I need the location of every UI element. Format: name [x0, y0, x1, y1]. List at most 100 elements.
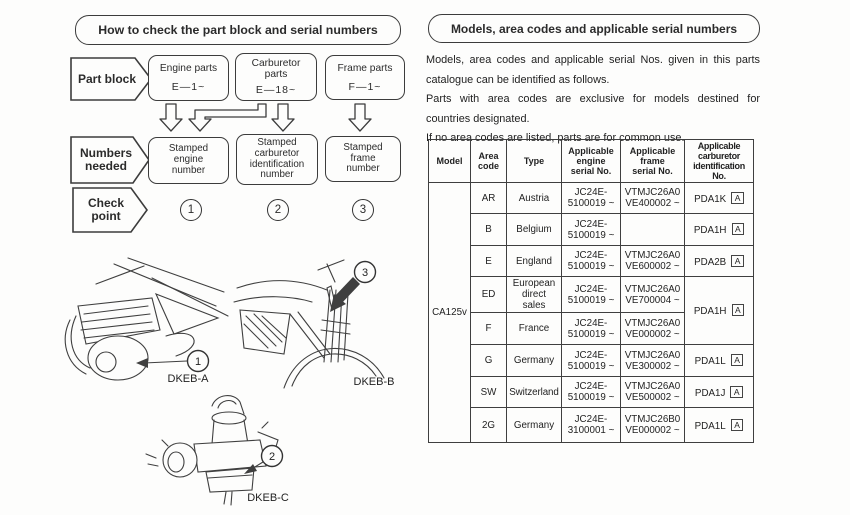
- col-header-frame: Applicable frame serial No.: [620, 139, 685, 183]
- pentagon-shape: [70, 136, 150, 184]
- frame-parts-name: Frame parts: [337, 62, 393, 74]
- callout-circle-1: [188, 351, 209, 372]
- pentagon-shape: [70, 57, 152, 101]
- carb-id: PDA1L A: [684, 344, 754, 377]
- frame-serial: VTMJC26A0 VE000002 ~: [620, 312, 685, 345]
- left-panel-title-text: How to check the part block and serial n…: [98, 23, 378, 37]
- figure-frame-callout: 3: [362, 267, 368, 279]
- callout-arrow-icon: [333, 277, 360, 305]
- check-point-1-num: 1: [187, 204, 195, 216]
- carb-code: PDA1K: [694, 193, 727, 205]
- check-point-3-num: 3: [359, 204, 367, 216]
- type: Belgium: [506, 213, 562, 246]
- part-block-tag: Part block: [70, 57, 152, 101]
- col-header-type: Type: [506, 139, 562, 183]
- callout-arrowhead-icon: [244, 464, 257, 474]
- area-code: ED: [470, 276, 507, 313]
- area-code: SW: [470, 376, 507, 408]
- frame-serial: VTMJC26A0 VE500002 ~: [620, 376, 685, 408]
- carb-code: PDA2B: [694, 256, 727, 268]
- check-point-label: Check point: [87, 196, 125, 223]
- table-row: SW Switzerland JC24E- 5100019 ~ VTMJC26A…: [429, 376, 754, 408]
- frame-parts-box: Frame parts F—1~: [325, 55, 405, 100]
- carb-code: PDA1L: [694, 420, 726, 432]
- stamped-engine-number-label: Stamped engine number: [168, 143, 209, 176]
- engine-serial: JC24E- 5100019 ~: [561, 376, 621, 408]
- stamped-carburetor-number-label: Stamped carburetor identification number: [249, 136, 305, 181]
- table-row: E England JC24E- 5100019 ~ VTMJC26A0 VE6…: [429, 245, 754, 277]
- down-arrow-icon: [348, 103, 372, 132]
- carburetor-parts-code: E—18~: [255, 84, 297, 96]
- carb-mark: A: [730, 418, 744, 431]
- frame-parts-code: F—1~: [348, 80, 382, 93]
- table-row: CA125v AR Austria JC24E- 5100019 ~ VTMJC…: [428, 182, 754, 443]
- frame-illustration: 3: [232, 250, 410, 398]
- engine-parts-code: E—1~: [171, 81, 206, 93]
- carb-mark: A: [731, 223, 745, 235]
- figure-carburetor-callout: 2: [269, 451, 275, 463]
- numbers-needed-tag: Numbers needed: [70, 136, 150, 184]
- engine-parts-box: Engine parts E—1~: [148, 55, 229, 101]
- col-header-area: Area code: [470, 139, 507, 183]
- figure-carburetor-label: DKEB-C: [247, 492, 289, 504]
- carb-id: PDA2B A: [684, 245, 754, 277]
- area-code: B: [470, 213, 507, 246]
- callout-arrowhead-icon: [136, 358, 148, 368]
- type: England: [506, 245, 562, 277]
- carburetor-illustration: 2: [132, 392, 324, 510]
- carburetor-parts-name: Carburetor parts: [251, 58, 301, 80]
- area-code: AR: [470, 182, 507, 214]
- elbow-arrow-icon: [188, 103, 267, 132]
- type: Switzerland: [506, 376, 562, 408]
- engine-serial: JC24E- 5100019 ~: [561, 312, 621, 345]
- figure-frame-label: DKEB-B: [353, 376, 395, 388]
- check-point-2: 2: [267, 199, 289, 221]
- type: European direct sales: [506, 276, 562, 313]
- engine-serial: JC24E- 5100019 ~: [561, 344, 621, 377]
- part-block-label: Part block: [77, 71, 137, 86]
- table-row: F France JC24E- 5100019 ~ VTMJC26A0 VE00…: [429, 312, 754, 345]
- callout-arrowhead-icon: [330, 294, 346, 312]
- model-cell: CA125v: [428, 182, 471, 443]
- carb-code: PDA1H: [693, 306, 727, 317]
- area-code: G: [470, 344, 507, 377]
- frame-serial: VTMJC26B0 VE000002 ~: [620, 407, 685, 443]
- type: Germany: [506, 344, 562, 377]
- carb-code: PDA1L: [694, 356, 726, 367]
- type: France: [506, 312, 562, 345]
- table-row: B Belgium JC24E- 5100019 ~ PDA1H A: [429, 213, 754, 246]
- engine-serial: JC24E- 5100019 ~: [561, 245, 621, 277]
- carb-mark: A: [730, 354, 744, 366]
- frame-serial: VTMJC26A0 VE400002 ~: [620, 182, 685, 214]
- type: Austria: [506, 182, 562, 214]
- carb-id: PDA1L A: [684, 407, 754, 443]
- engine-illustration: 1: [56, 256, 234, 398]
- area-code: 2G: [470, 407, 507, 443]
- serial-number-table: Model Area code Type Applicable engine s…: [428, 139, 754, 443]
- carb-mark: A: [731, 254, 744, 267]
- table-row: 2G Germany JC24E- 3100001 ~ VTMJC26B0 VE…: [429, 407, 754, 443]
- area-code: E: [470, 245, 507, 277]
- figure-carburetor: 2 DKEB-C: [132, 392, 324, 510]
- table-row: ED European direct sales JC24E- 5100019 …: [429, 276, 754, 345]
- stamped-carburetor-number-box: Stamped carburetor identification number: [236, 134, 318, 185]
- pentagon-shape: [72, 187, 148, 233]
- engine-serial: JC24E- 5100019 ~: [561, 213, 621, 246]
- carb-code: PDA1H: [693, 225, 727, 236]
- callout-circle-3: [355, 262, 376, 283]
- paragraph-line: catalogue can be identified as follows.: [426, 73, 610, 86]
- down-arrow-icon: [159, 103, 183, 132]
- frame-serial: [620, 213, 685, 246]
- carb-mark: A: [730, 385, 744, 398]
- check-point-1: 1: [180, 199, 202, 221]
- col-header-carb: Applicable carburetor identification No.: [684, 139, 754, 183]
- col-header-engine: Applicable engine serial No.: [561, 139, 621, 183]
- callout-circle-2: [262, 446, 283, 467]
- carburetor-parts-box: Carburetor parts E—18~: [235, 53, 317, 101]
- col-header-model: Model: [428, 139, 471, 183]
- numbers-needed-label: Numbers needed: [79, 146, 132, 173]
- table-row: G Germany JC24E- 5100019 ~ VTMJC26A0 VE3…: [429, 344, 754, 377]
- figure-engine-callout: 1: [195, 356, 201, 368]
